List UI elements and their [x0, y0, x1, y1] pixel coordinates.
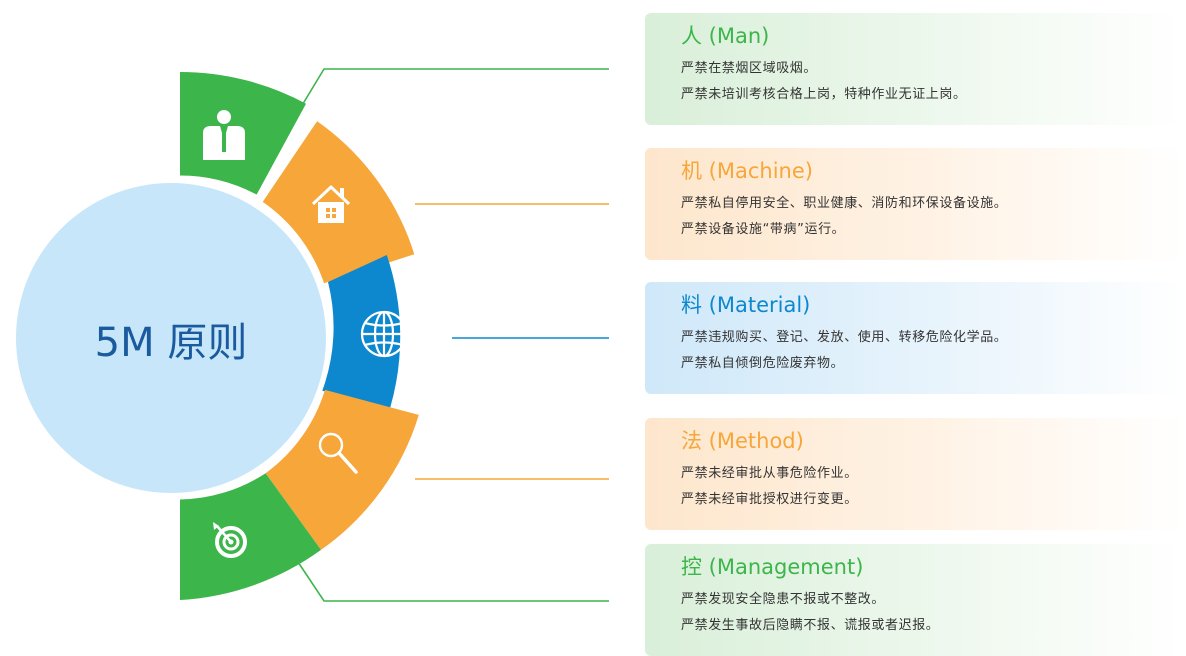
connector-man [297, 68, 609, 113]
card-text: 严禁私自倾倒危险废弃物。 [681, 356, 845, 371]
card-title-material: 料 (Material) [681, 293, 811, 317]
card-text: 严禁私自停用安全、职业健康、消防和环保设备设施。 [681, 196, 1008, 211]
connector-management [297, 561, 609, 602]
card-text: 严禁在禁烟区域吸烟。 [681, 61, 818, 76]
card-material: 料 (Material) 严禁违规购买、登记、发放、使用、转移危险化学品。 严禁… [645, 282, 1186, 394]
card-title-method: 法 (Method) [681, 429, 804, 453]
segment-management [180, 473, 321, 600]
target-icon [213, 522, 247, 558]
center-label: 5M 原则 [95, 320, 248, 366]
center-circle [16, 183, 326, 493]
card-text: 严禁未经审批授权进行变更。 [681, 492, 858, 507]
card-text: 严禁未经审批从事危险作业。 [681, 466, 858, 481]
card-text: 严禁设备设施“带病”运行。 [681, 222, 846, 237]
card-text: 严禁发生事故后隐瞒不报、谎报或者迟报。 [681, 618, 940, 633]
globe-icon [360, 310, 408, 358]
card-title-machine: 机 (Machine) [681, 159, 813, 183]
person-icon [203, 110, 245, 160]
card-title-man: 人 (Man) [681, 24, 770, 48]
card-text: 严禁违规购买、登记、发放、使用、转移危险化学品。 [681, 330, 1008, 345]
card-text: 严禁发现安全隐患不报或不整改。 [681, 592, 886, 607]
card-title-management: 控 (Management) [681, 555, 864, 579]
card-text: 严禁未培训考核合格上岗，特种作业无证上岗。 [681, 87, 967, 102]
card-man: 人 (Man) 严禁在禁烟区域吸烟。 严禁未培训考核合格上岗，特种作业无证上岗。 [645, 13, 1186, 125]
card-method: 法 (Method) 严禁未经审批从事危险作业。 严禁未经审批授权进行变更。 [645, 418, 1186, 530]
magnifier-icon [318, 432, 358, 474]
card-machine: 机 (Machine) 严禁私自停用安全、职业健康、消防和环保设备设施。 严禁设… [645, 148, 1186, 260]
segment-method [265, 389, 419, 550]
card-management: 控 (Management) 严禁发现安全隐患不报或不整改。 严禁发生事故后隐瞒… [645, 544, 1186, 656]
house-icon [311, 185, 351, 223]
